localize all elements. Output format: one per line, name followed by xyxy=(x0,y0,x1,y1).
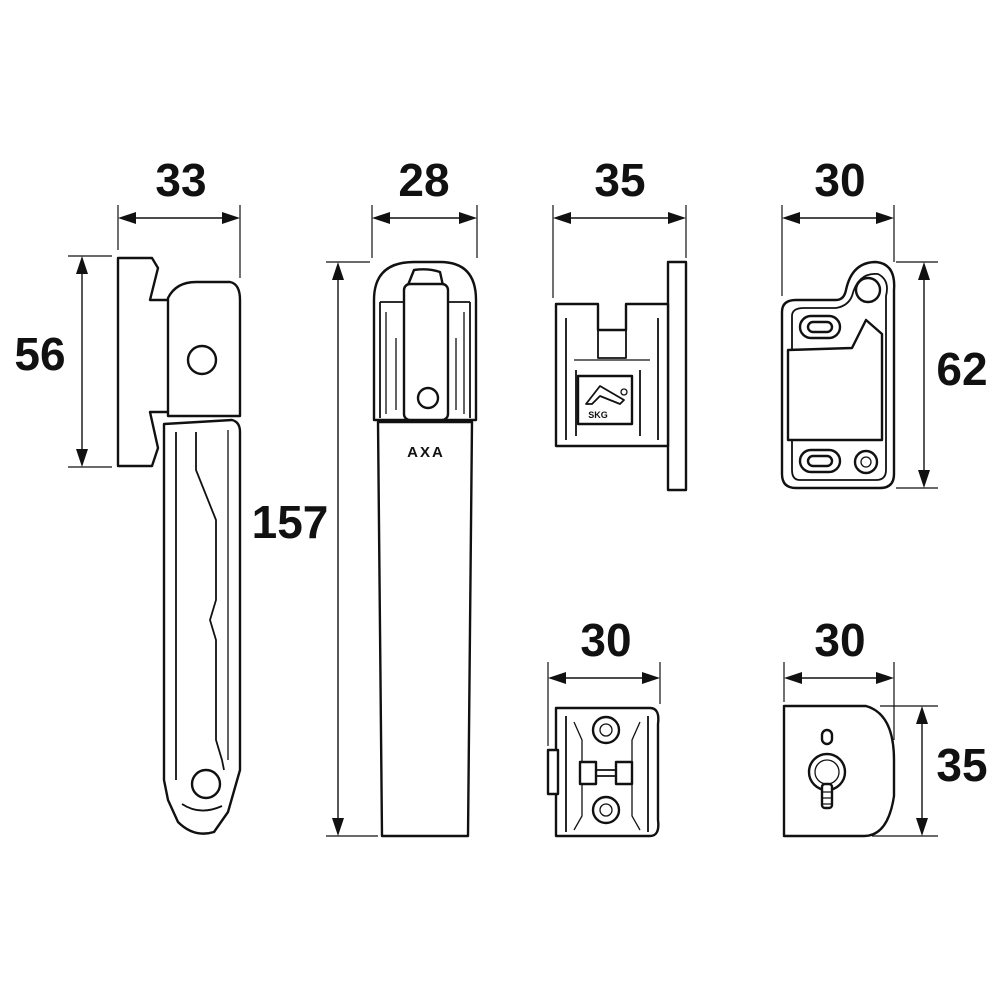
dim-label: 28 xyxy=(398,154,449,206)
handle-front-view: AXA xyxy=(372,260,478,838)
keeper-side-view: SKG xyxy=(554,260,688,492)
skg-mark: SKG xyxy=(588,410,608,420)
dim-lock-plate-width: 30 xyxy=(783,614,895,740)
dim-label: 62 xyxy=(936,343,987,395)
dim-label: 157 xyxy=(252,496,329,548)
dim-keeper-side-width: 35 xyxy=(552,154,687,298)
lock-plate-view xyxy=(782,704,896,838)
dim-label: 33 xyxy=(155,154,206,206)
mounting-block-view xyxy=(546,706,660,838)
dim-label: 35 xyxy=(936,739,987,791)
dim-label: 35 xyxy=(594,154,645,206)
brand-logo: AXA xyxy=(407,444,445,461)
dim-keeper-front-width: 30 xyxy=(781,154,895,296)
pivot-pin-icon xyxy=(186,344,218,376)
pivot-pin-icon xyxy=(416,386,440,410)
keeper-front-view xyxy=(780,260,896,490)
dim-label: 30 xyxy=(580,614,631,666)
dim-handle-front-height: 157 xyxy=(252,261,378,837)
dim-label: 30 xyxy=(814,614,865,666)
dim-keeper-front-height: 62 xyxy=(896,261,988,489)
dim-label: 30 xyxy=(814,154,865,206)
dim-handle-side-width: 33 xyxy=(117,154,241,278)
handle-side-view xyxy=(116,256,242,835)
dim-handle-front-width: 28 xyxy=(371,154,478,258)
dim-handle-side-height: 56 xyxy=(14,255,112,468)
dim-mounting-block-width: 30 xyxy=(547,614,661,746)
dim-label: 56 xyxy=(14,328,65,380)
dim-lock-plate-height: 35 xyxy=(872,705,988,837)
